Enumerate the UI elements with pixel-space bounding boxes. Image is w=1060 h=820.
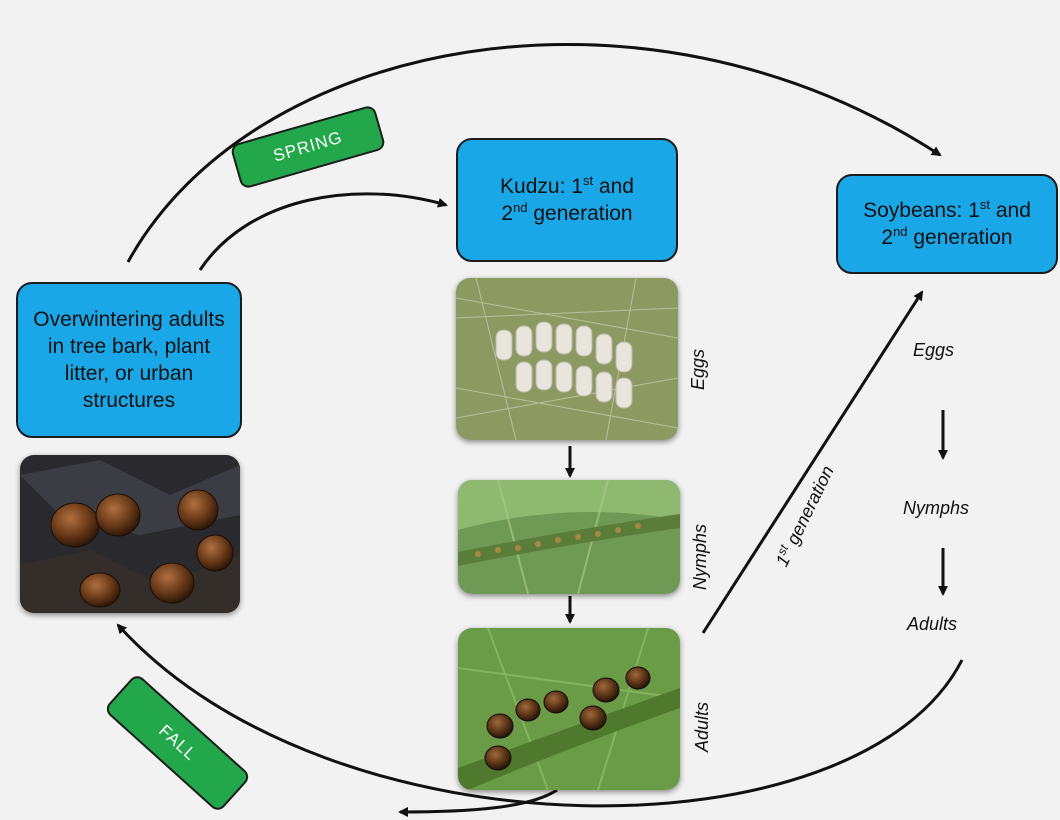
kudzu-box: Kudzu: 1st and 2nd generation bbox=[456, 138, 678, 262]
soybeans-box: Soybeans: 1st and 2nd generation bbox=[836, 174, 1058, 274]
kudzu-nymphs-photo bbox=[458, 480, 680, 594]
overwintering-adults-photo bbox=[20, 455, 240, 613]
arrow-first-generation bbox=[703, 292, 922, 633]
spring-label: SPRING bbox=[271, 128, 345, 167]
soy-adults-label: Adults bbox=[907, 614, 957, 635]
overwinter-box: Overwintering adults in tree bark, plant… bbox=[16, 282, 242, 438]
arrow-overwinter-to-kudzu bbox=[200, 194, 446, 270]
kudzu-line2: 2nd generation bbox=[501, 200, 632, 227]
kudzu-nymphs-label: Nymphs bbox=[690, 524, 711, 590]
kudzu-line1: Kudzu: 1st and bbox=[500, 173, 634, 200]
soy-line1: Soybeans: 1st and bbox=[863, 197, 1031, 224]
overwinter-text: Overwintering adults in tree bark, plant… bbox=[32, 306, 226, 414]
fall-label: FALL bbox=[155, 721, 201, 765]
soy-line2: 2nd generation bbox=[881, 224, 1012, 251]
soy-nymphs-label: Nymphs bbox=[903, 498, 969, 519]
kudzu-eggs-photo bbox=[456, 278, 678, 440]
kudzu-eggs-label: Eggs bbox=[688, 349, 709, 390]
kudzu-adults-label: Adults bbox=[692, 702, 713, 752]
arrow-kudzu-adults-to-fall bbox=[400, 790, 557, 812]
kudzu-adults-photo bbox=[458, 628, 680, 790]
soy-eggs-label: Eggs bbox=[913, 340, 954, 361]
